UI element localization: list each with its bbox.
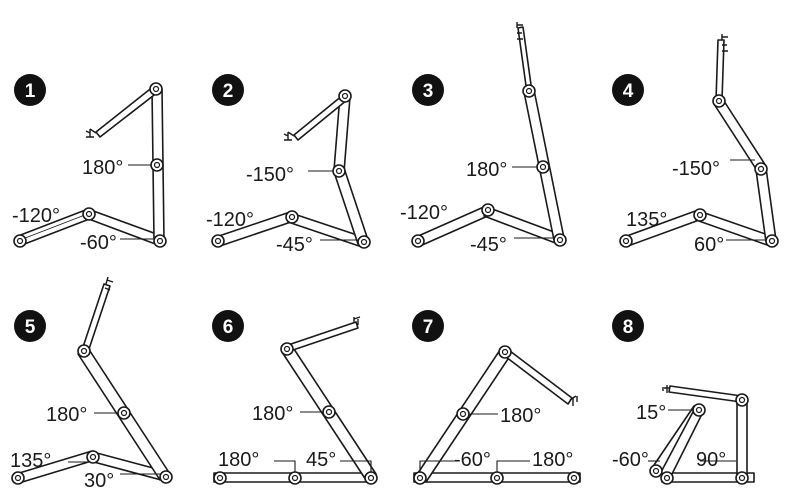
step-badge-1 <box>14 74 46 106</box>
joint <box>357 235 371 249</box>
joint <box>82 207 96 221</box>
angle-label: 30° <box>84 470 114 492</box>
joint <box>712 94 726 108</box>
joint <box>11 471 25 485</box>
joint <box>150 158 164 172</box>
step-badge-6 <box>212 310 244 342</box>
arm-top-segment <box>713 97 767 173</box>
lamp-head-arm <box>715 34 728 101</box>
step-badge-2-label: 2 <box>223 81 234 102</box>
step-badge-2 <box>212 74 244 106</box>
step-badge-1-label: 1 <box>25 81 36 102</box>
panel-6: 6 180° 180° 45° <box>212 310 378 485</box>
lamp-head-arm <box>81 276 114 353</box>
step-badge-5 <box>14 310 46 342</box>
angle-label: 60° <box>694 234 724 256</box>
step-badge-5-label: 5 <box>25 317 36 338</box>
lamp-head-arm <box>662 385 743 403</box>
joint <box>619 234 633 248</box>
step-badge-4 <box>612 74 644 106</box>
joint <box>77 344 91 358</box>
step-badge-8 <box>612 310 644 342</box>
lamp-head-arm <box>516 22 533 94</box>
angle-label: -120° <box>400 202 448 224</box>
angle-label: -60° <box>612 449 649 471</box>
joint <box>280 342 294 356</box>
angle-label: -60° <box>80 232 117 254</box>
angle-label: 45° <box>306 449 336 471</box>
panel-4: 4 -150° 135° 60° <box>612 34 779 256</box>
joint <box>754 162 768 176</box>
joint <box>649 464 663 478</box>
joint <box>86 450 100 464</box>
angle-label: 180° <box>532 449 573 471</box>
panel-1: 1 180° -120° -60° <box>12 74 167 254</box>
angle-label: -45° <box>276 234 313 256</box>
step-badge-6-label: 6 <box>223 317 234 338</box>
joint <box>117 406 131 420</box>
joint <box>338 89 352 103</box>
joint <box>553 233 567 247</box>
angle-label: -150° <box>672 158 720 180</box>
joint <box>159 470 173 484</box>
angle-label: -45° <box>470 234 507 256</box>
angle-label: 135° <box>626 209 667 231</box>
angle-label: 90° <box>696 449 726 471</box>
panel-7: 7 180° -60° 180° <box>412 310 581 485</box>
lamp-head-arm <box>501 347 578 406</box>
joint <box>413 471 427 485</box>
step-badge-3-label: 3 <box>423 81 434 102</box>
step-badge-8-label: 8 <box>623 317 634 338</box>
step-badge-7 <box>412 310 444 342</box>
joint <box>522 84 536 98</box>
angle-label: -60° <box>454 449 491 471</box>
lamp-head-arm <box>85 85 159 138</box>
step-badge-7-label: 7 <box>423 317 434 338</box>
panel-5: 5 180° 135° 30° <box>10 276 173 492</box>
panel-3: 3 180° -120° -45° <box>400 22 567 256</box>
angle-label: -120° <box>206 209 254 231</box>
joint <box>481 203 495 217</box>
joint <box>211 234 225 248</box>
joint <box>498 345 512 359</box>
angle-label: -120° <box>12 205 60 227</box>
joint <box>567 471 581 485</box>
angle-label: 15° <box>636 402 666 424</box>
angle-label: -150° <box>246 164 294 186</box>
joint <box>693 208 707 222</box>
angle-label: 180° <box>218 449 259 471</box>
joint <box>213 471 227 485</box>
joint <box>536 160 550 174</box>
joint <box>288 471 302 485</box>
joint <box>456 407 470 421</box>
joint <box>332 164 346 178</box>
joint <box>411 234 425 248</box>
joint <box>735 393 749 407</box>
joint <box>765 234 779 248</box>
angle-label: 180° <box>46 404 87 426</box>
joint <box>149 82 163 96</box>
joint <box>13 234 27 248</box>
angle-label: 180° <box>500 405 541 427</box>
angle-label: 180° <box>466 159 507 181</box>
joint <box>490 471 504 485</box>
arm-upper-segment <box>736 399 748 479</box>
step-badge-4-label: 4 <box>623 81 634 102</box>
joint <box>364 471 378 485</box>
joint <box>660 471 674 485</box>
step-badge-3 <box>412 74 444 106</box>
joint <box>153 234 167 248</box>
joint <box>692 403 706 417</box>
joint <box>322 405 336 419</box>
joint <box>285 210 299 224</box>
lamp-head-arm <box>287 316 361 352</box>
joint <box>735 471 749 485</box>
angle-label: 180° <box>252 403 293 425</box>
panel-2: 2 -150° -120° -45° <box>206 74 371 256</box>
angle-label: 180° <box>82 157 123 179</box>
angle-label: 135° <box>10 450 51 472</box>
panel-8: 8 15° -60° 90° <box>612 310 755 485</box>
arm-upper-segment <box>755 167 777 243</box>
